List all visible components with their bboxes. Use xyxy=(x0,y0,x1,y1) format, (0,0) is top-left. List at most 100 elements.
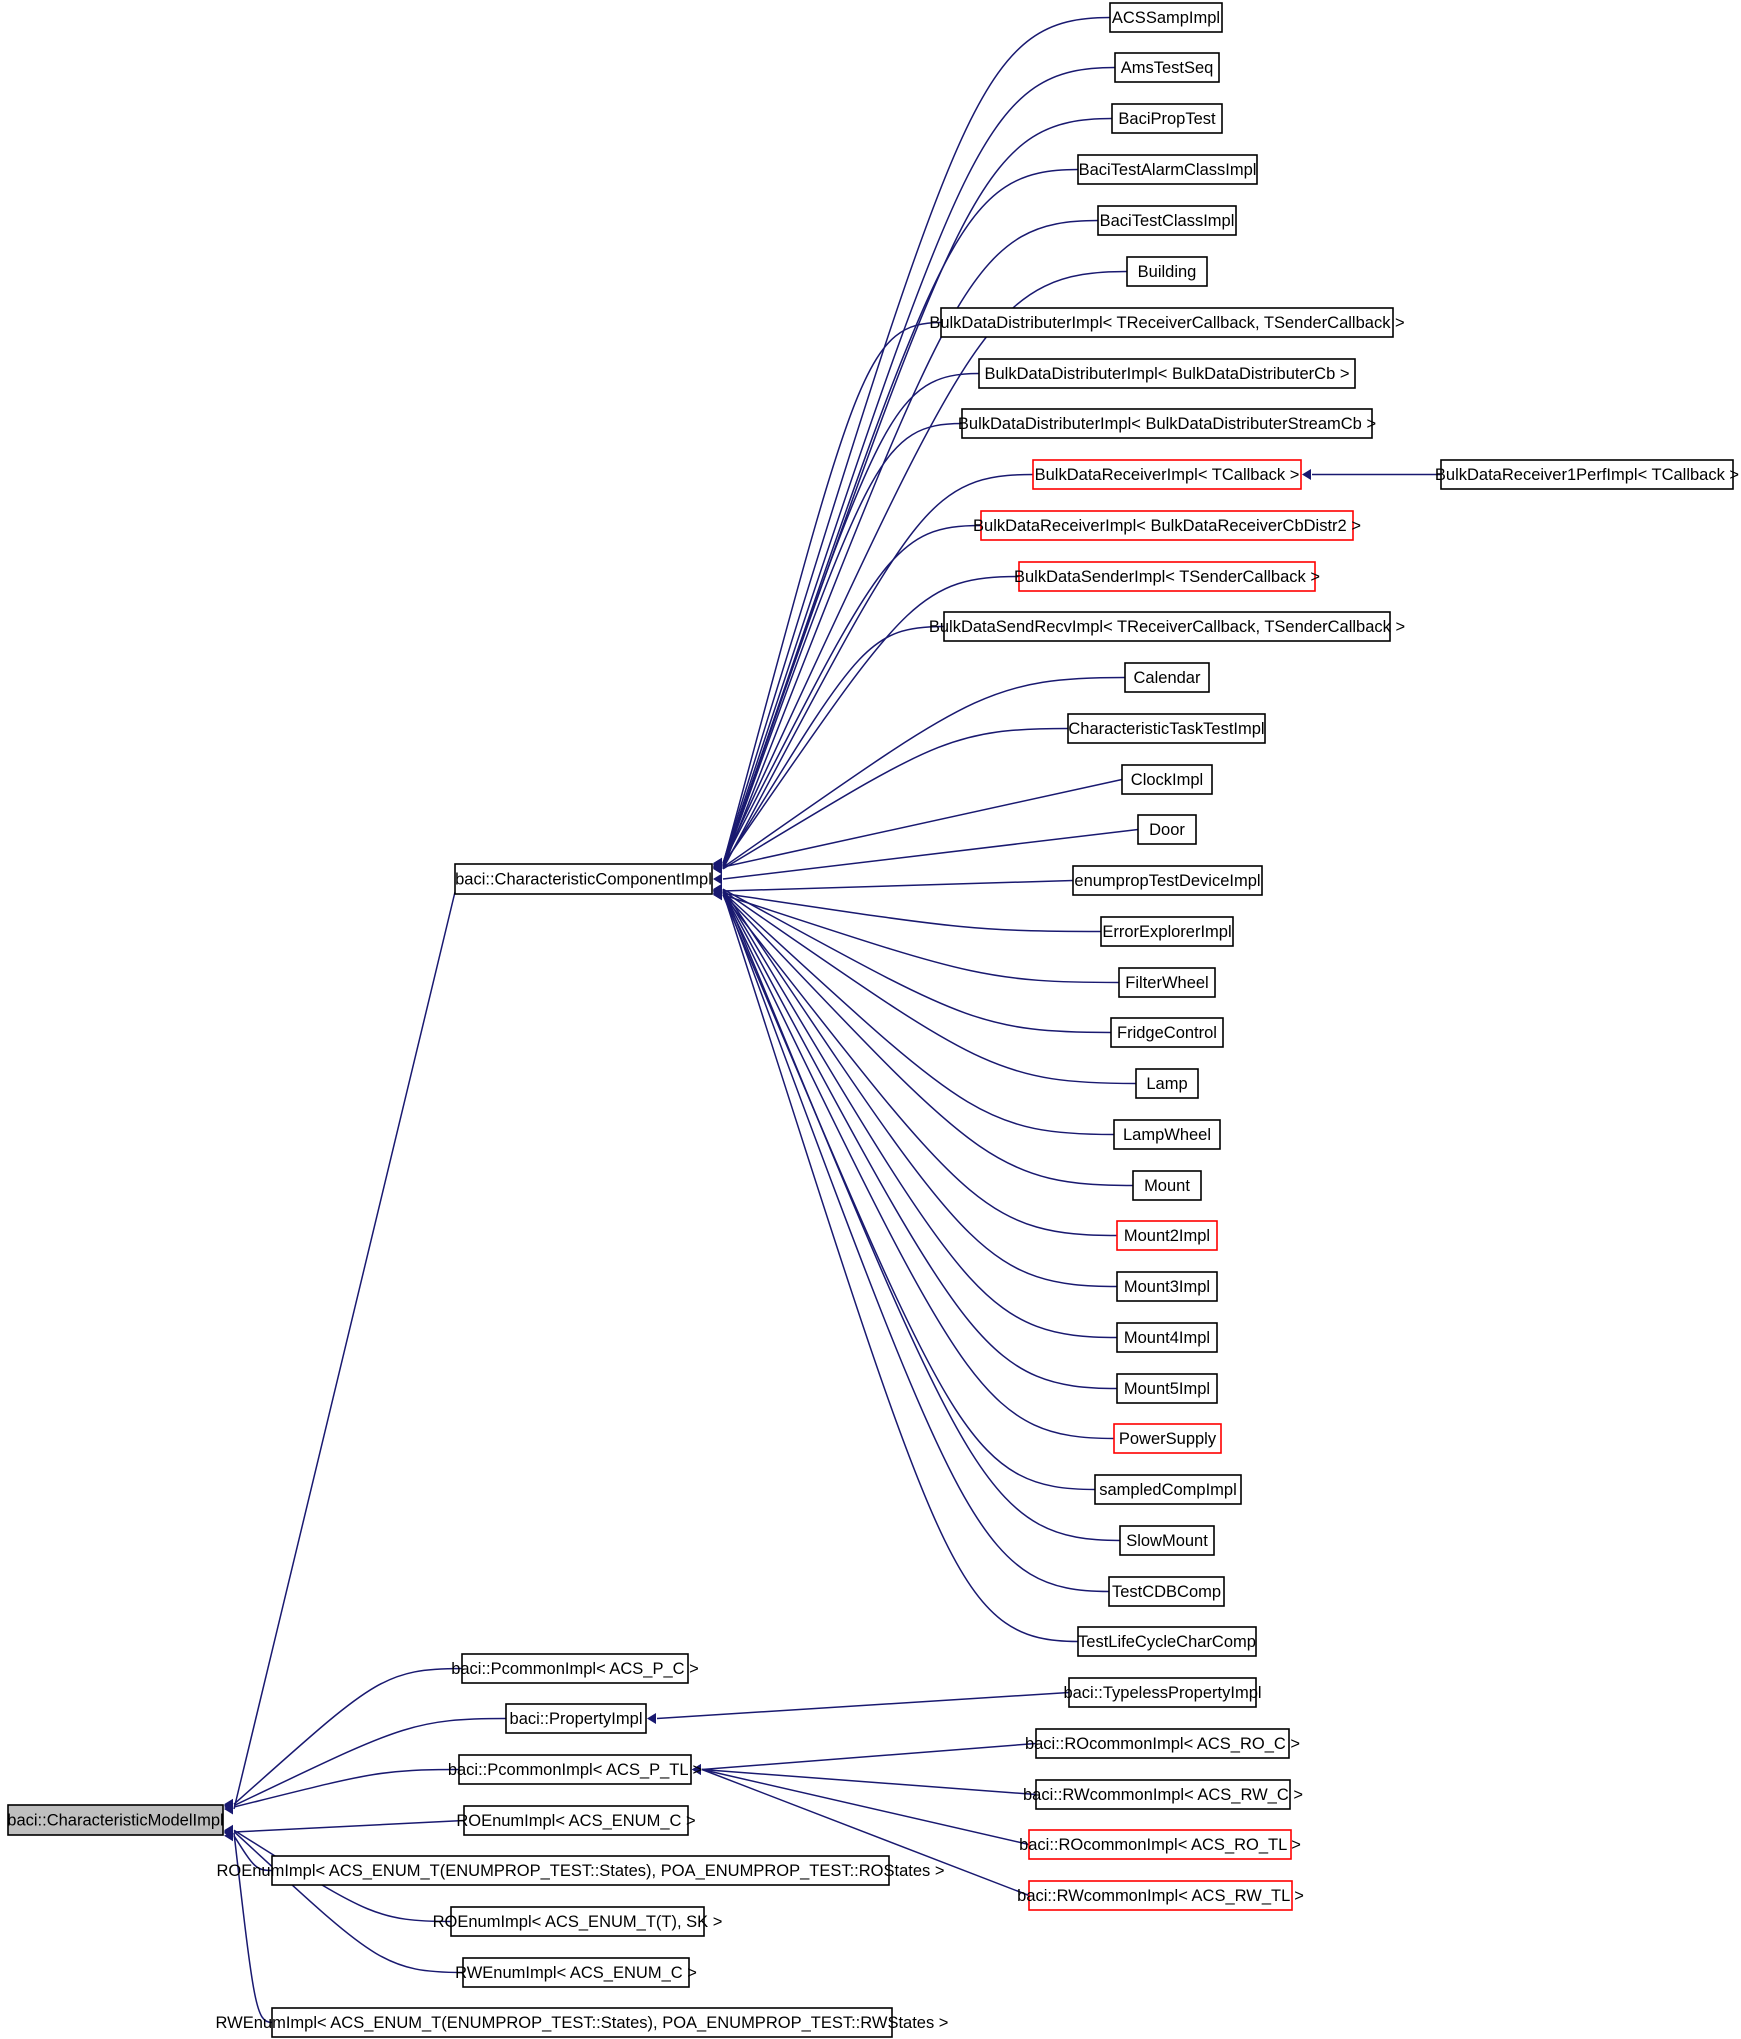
class-node-box[interactable] xyxy=(961,408,1373,439)
class-node-box[interactable] xyxy=(505,1703,647,1734)
class-node-box[interactable] xyxy=(461,1653,689,1684)
class-node[interactable]: FilterWheel xyxy=(1118,967,1216,998)
class-node[interactable]: RWEnumImpl< ACS_ENUM_T(ENUMPROP_TEST::St… xyxy=(216,2007,949,2038)
class-node-box[interactable] xyxy=(1067,713,1266,744)
class-node-box[interactable] xyxy=(1116,1373,1218,1404)
class-node-label: baci::ROcommonImpl< ACS_RO_TL > xyxy=(1019,1836,1301,1854)
class-node[interactable]: LampWheel xyxy=(1113,1119,1221,1150)
class-node[interactable]: TestCDBComp xyxy=(1108,1576,1225,1607)
class-node-box[interactable] xyxy=(1109,2,1223,33)
class-node[interactable]: sampledCompImpl xyxy=(1094,1474,1242,1505)
class-node-box[interactable] xyxy=(1077,154,1258,185)
class-node[interactable]: Mount xyxy=(1132,1170,1202,1201)
class-node[interactable]: BaciTestAlarmClassImpl xyxy=(1077,154,1258,185)
class-node-box[interactable] xyxy=(271,2007,893,2038)
class-node-label: AmsTestSeq xyxy=(1121,59,1214,77)
class-node-box[interactable] xyxy=(458,1754,692,1785)
class-node-box[interactable] xyxy=(1113,1423,1222,1454)
class-node[interactable]: baci::RWcommonImpl< ACS_RW_TL > xyxy=(1017,1880,1304,1911)
class-node-box[interactable] xyxy=(1116,1322,1218,1353)
class-node[interactable]: FridgeControl xyxy=(1110,1017,1224,1048)
class-node-box[interactable] xyxy=(980,510,1354,541)
class-node[interactable]: PowerSupply xyxy=(1113,1423,1222,1454)
class-node-box[interactable] xyxy=(978,358,1356,389)
class-node-box[interactable] xyxy=(1440,459,1734,490)
class-node-box[interactable] xyxy=(1114,52,1220,83)
class-node-box[interactable] xyxy=(1032,459,1302,490)
class-node[interactable]: BulkDataSenderImpl< TSenderCallback > xyxy=(1014,561,1320,592)
class-node-box[interactable] xyxy=(1113,1119,1221,1150)
class-node[interactable]: baci::PcommonImpl< ACS_P_C > xyxy=(451,1653,699,1684)
class-node-box[interactable] xyxy=(1116,1271,1218,1302)
class-node-box[interactable] xyxy=(271,1855,890,1886)
class-node[interactable]: BulkDataDistributerImpl< TReceiverCallba… xyxy=(929,307,1405,338)
class-node[interactable]: ROEnumImpl< ACS_ENUM_T(ENUMPROP_TEST::St… xyxy=(216,1855,945,1886)
class-node-box[interactable] xyxy=(1100,916,1234,947)
class-node-box[interactable] xyxy=(1137,814,1197,845)
class-node[interactable]: ACSSampImpl xyxy=(1109,2,1223,33)
class-node[interactable]: Mount4Impl xyxy=(1116,1322,1218,1353)
class-node[interactable]: enumpropTestDeviceImpl xyxy=(1072,865,1263,896)
class-node[interactable]: Building xyxy=(1126,256,1208,287)
class-node[interactable]: BulkDataReceiverImpl< TCallback > xyxy=(1032,459,1302,490)
class-node-box[interactable] xyxy=(1111,103,1223,134)
class-node[interactable]: ROEnumImpl< ACS_ENUM_T(T), SK > xyxy=(433,1906,723,1937)
class-node[interactable]: Calendar xyxy=(1124,662,1210,693)
class-node-box[interactable] xyxy=(1035,1728,1290,1759)
class-node[interactable]: BulkDataDistributerImpl< BulkDataDistrib… xyxy=(978,358,1356,389)
class-node-box[interactable] xyxy=(1110,1017,1224,1048)
class-node[interactable]: BaciPropTest xyxy=(1111,103,1223,134)
class-node[interactable]: baci::ROcommonImpl< ACS_RO_TL > xyxy=(1019,1829,1301,1860)
class-node[interactable]: baci::CharacteristicComponentImpl xyxy=(454,863,713,895)
class-node-box[interactable] xyxy=(1119,1525,1215,1556)
class-node-box[interactable] xyxy=(1132,1170,1202,1201)
class-node[interactable]: baci::PcommonImpl< ACS_P_TL > xyxy=(448,1754,702,1785)
class-node-box[interactable] xyxy=(1077,1626,1257,1657)
class-node[interactable]: Mount2Impl xyxy=(1116,1220,1218,1251)
class-node[interactable]: baci::TypelessPropertyImpl xyxy=(1063,1677,1262,1708)
class-node-box[interactable] xyxy=(1124,662,1210,693)
class-node-box[interactable] xyxy=(1028,1880,1293,1911)
class-node[interactable]: ROEnumImpl< ACS_ENUM_C > xyxy=(456,1805,696,1836)
class-node[interactable]: ClockImpl xyxy=(1121,764,1213,795)
class-node-box[interactable] xyxy=(1035,1779,1291,1810)
class-node[interactable]: baci::PropertyImpl xyxy=(505,1703,647,1734)
class-node-box[interactable] xyxy=(1116,1220,1218,1251)
class-node[interactable]: baci::RWcommonImpl< ACS_RW_C > xyxy=(1023,1779,1303,1810)
class-node[interactable]: Mount5Impl xyxy=(1116,1373,1218,1404)
class-node[interactable]: BulkDataDistributerImpl< BulkDataDistrib… xyxy=(958,408,1376,439)
class-node-box[interactable] xyxy=(1028,1829,1292,1860)
class-node-box[interactable] xyxy=(7,1804,224,1836)
class-node-box[interactable] xyxy=(463,1805,689,1836)
class-node[interactable]: RWEnumImpl< ACS_ENUM_C > xyxy=(455,1957,697,1988)
class-node[interactable]: ErrorExplorerImpl xyxy=(1100,916,1234,947)
class-node-box[interactable] xyxy=(454,863,713,895)
class-node[interactable]: BulkDataSendRecvImpl< TReceiverCallback,… xyxy=(929,611,1405,642)
class-node-box[interactable] xyxy=(1126,256,1208,287)
class-node[interactable]: SlowMount xyxy=(1119,1525,1215,1556)
class-node-box[interactable] xyxy=(1068,1677,1257,1708)
class-node-box[interactable] xyxy=(450,1906,705,1937)
class-node-box[interactable] xyxy=(1094,1474,1242,1505)
class-node-box[interactable] xyxy=(1018,561,1316,592)
class-node-box[interactable] xyxy=(1097,205,1237,236)
class-node-box[interactable] xyxy=(943,611,1391,642)
class-node[interactable]: Lamp xyxy=(1135,1068,1199,1099)
class-node[interactable]: Mount3Impl xyxy=(1116,1271,1218,1302)
class-node[interactable]: BaciTestClassImpl xyxy=(1097,205,1237,236)
class-node[interactable]: Door xyxy=(1137,814,1197,845)
class-node-box[interactable] xyxy=(462,1957,690,1988)
class-node-box[interactable] xyxy=(1072,865,1263,896)
class-node[interactable]: baci::ROcommonImpl< ACS_RO_C > xyxy=(1025,1728,1300,1759)
class-node[interactable]: AmsTestSeq xyxy=(1114,52,1220,83)
class-node-box[interactable] xyxy=(1135,1068,1199,1099)
class-node[interactable]: CharacteristicTaskTestImpl xyxy=(1067,713,1266,744)
class-node[interactable]: BulkDataReceiverImpl< BulkDataReceiverCb… xyxy=(973,510,1361,541)
class-node[interactable]: BulkDataReceiver1PerfImpl< TCallback > xyxy=(1435,459,1739,490)
class-node-box[interactable] xyxy=(1121,764,1213,795)
class-node[interactable]: baci::CharacteristicModelImpl xyxy=(7,1804,224,1836)
class-node-box[interactable] xyxy=(1118,967,1216,998)
class-node-box[interactable] xyxy=(940,307,1394,338)
class-node-box[interactable] xyxy=(1108,1576,1225,1607)
class-node[interactable]: TestLifeCycleCharComp xyxy=(1077,1626,1257,1657)
